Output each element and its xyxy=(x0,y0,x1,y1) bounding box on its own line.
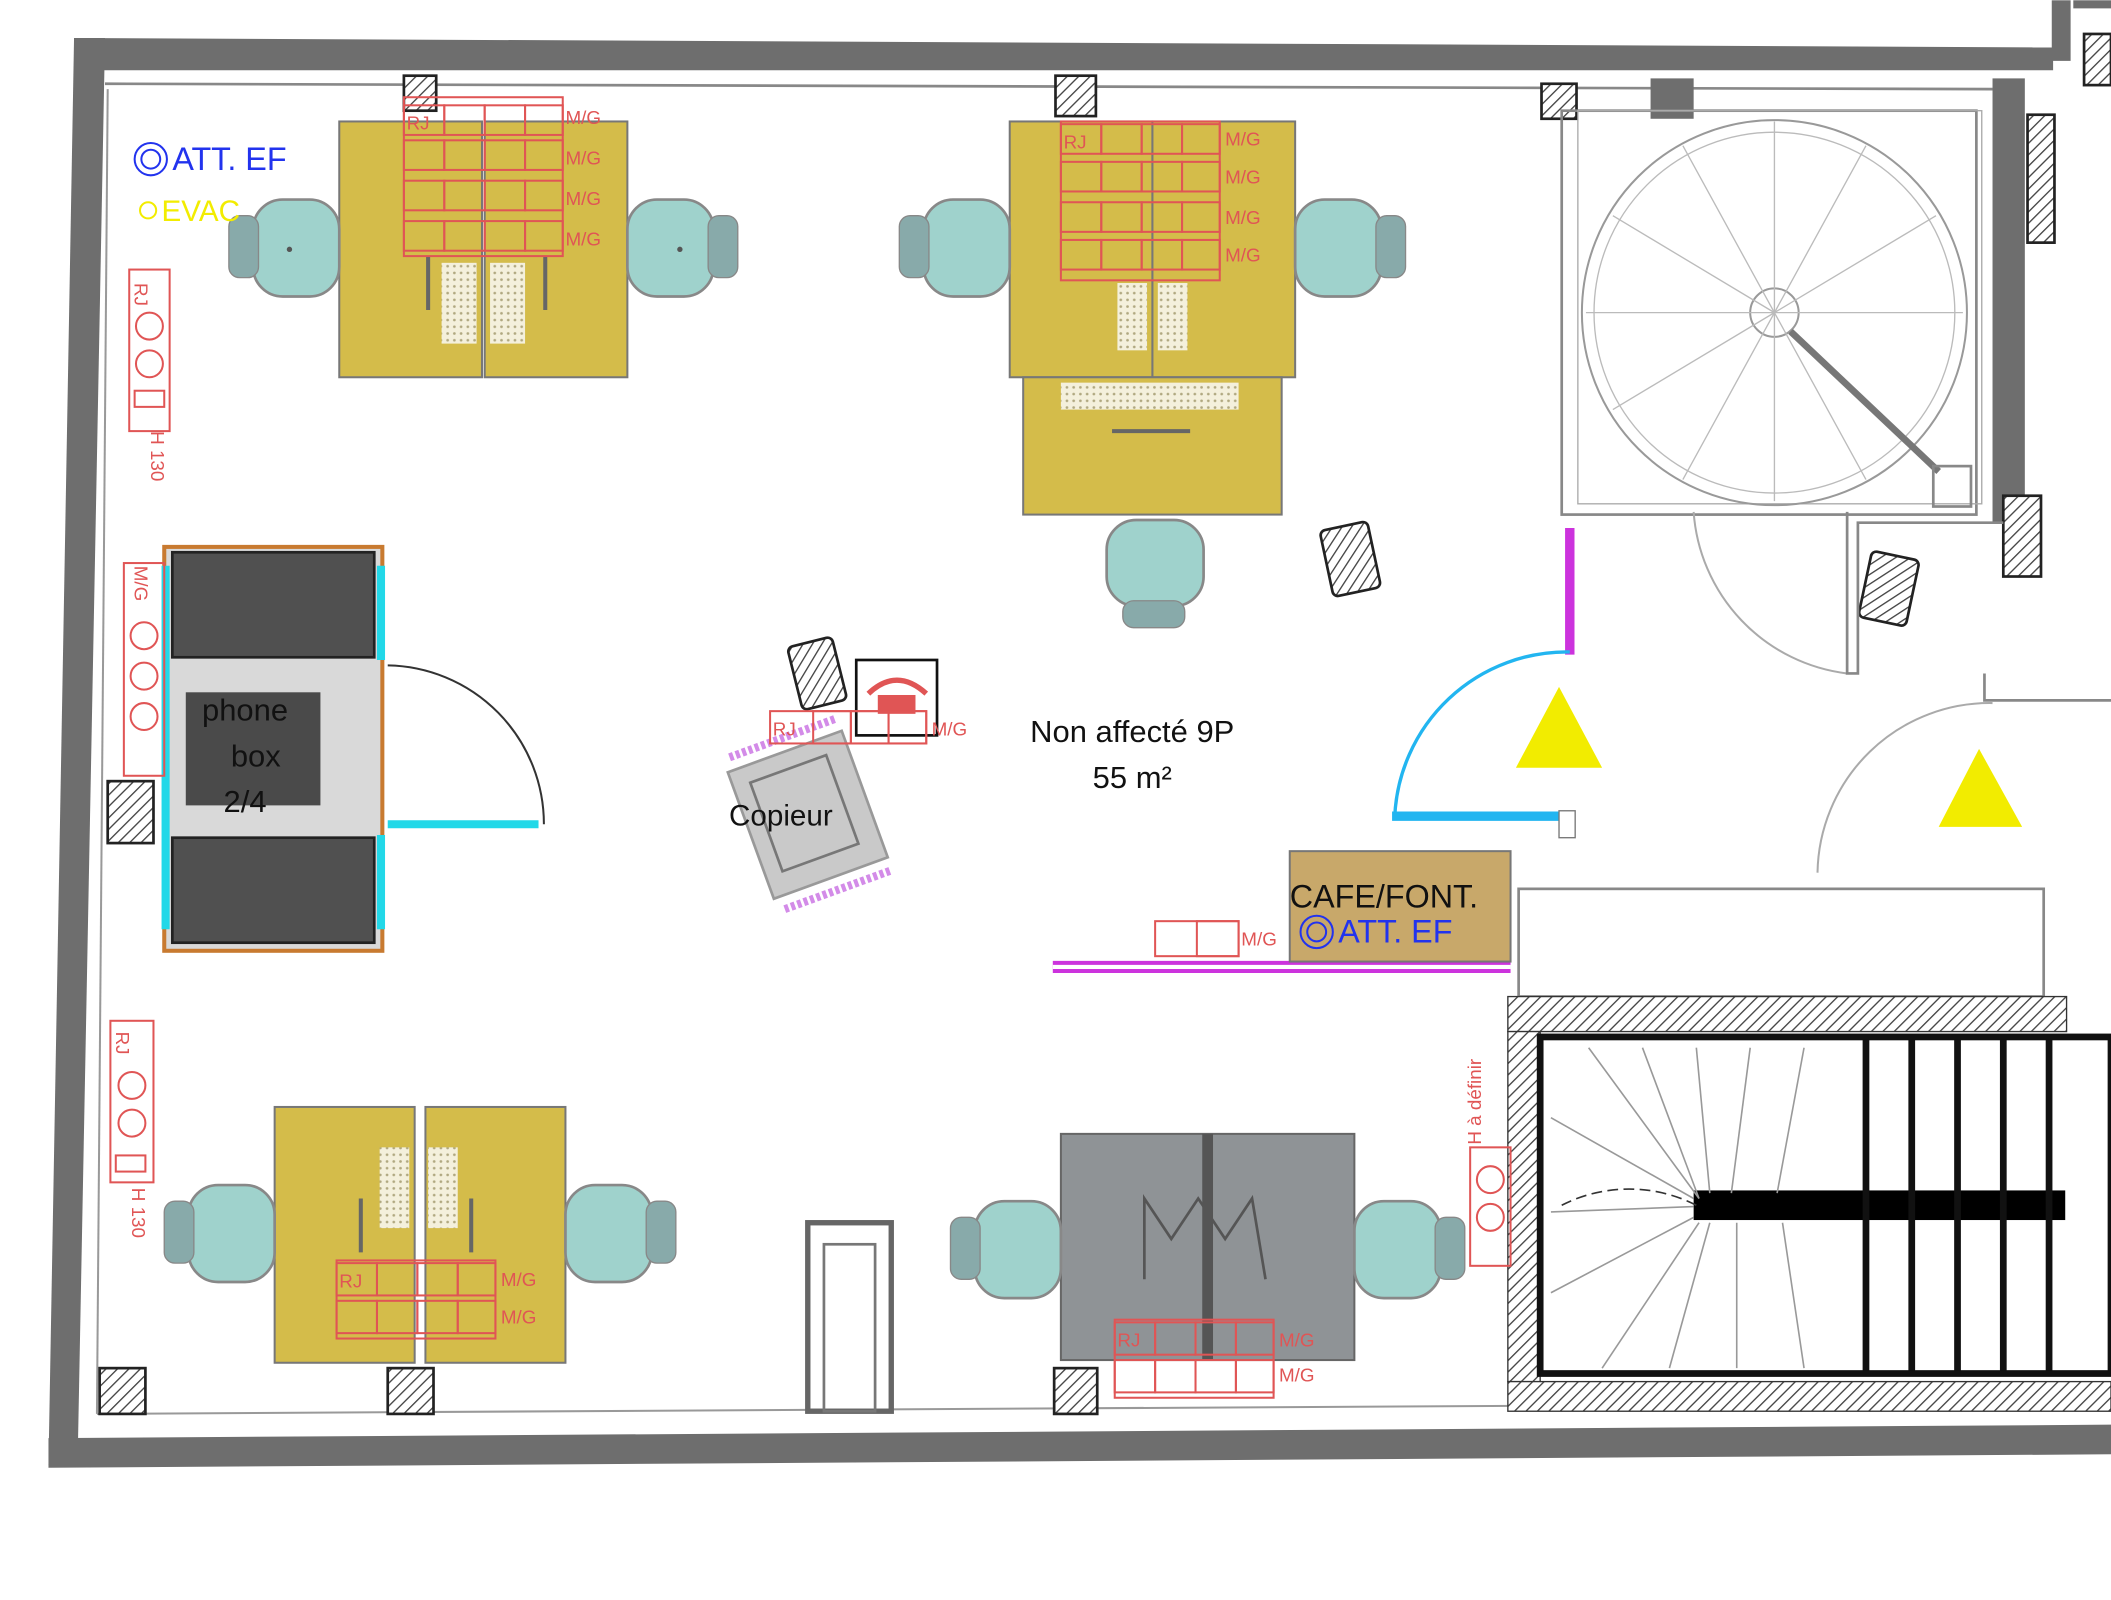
outlet-block xyxy=(769,710,1240,958)
phone-box-label-line2: box xyxy=(231,738,281,773)
height-label: H 130 xyxy=(147,431,168,481)
outlet-label: M/G xyxy=(501,1307,537,1328)
desk-cluster-top-center xyxy=(1008,120,1297,516)
height-label: H à définir xyxy=(1464,1059,1485,1145)
outlet-label: RJ xyxy=(339,1270,362,1291)
straight-staircase xyxy=(1507,887,2111,1412)
office-chair xyxy=(228,198,341,298)
outlet-label: M/G xyxy=(1225,244,1261,265)
copier xyxy=(726,714,894,913)
office-chair xyxy=(898,198,1012,298)
office-chair xyxy=(564,1183,677,1284)
att-ef-marker xyxy=(1299,914,1334,950)
att-ef-marker xyxy=(133,141,168,177)
outlet-block xyxy=(335,1259,497,1340)
outlet-label: RJ xyxy=(1117,1330,1140,1351)
outlet-label: RJ xyxy=(773,718,796,739)
closet xyxy=(805,1220,894,1414)
office-chair xyxy=(949,1199,1063,1300)
room-area: 55 m² xyxy=(1093,760,1172,795)
telephone-icon xyxy=(854,658,939,737)
phone-box-label-line3: 2/4 xyxy=(224,784,267,819)
office-chair xyxy=(626,198,739,298)
outlet-column-right xyxy=(1469,1146,1512,1267)
cafe-label: CAFE/FONT. xyxy=(1290,879,1478,915)
outlet-label: M/G xyxy=(565,107,601,128)
phone-box-label-line1: phone xyxy=(202,693,288,728)
outlet-label: M/G xyxy=(501,1269,537,1290)
office-chair xyxy=(1293,198,1407,298)
room-name: Non affecté 9P xyxy=(1030,714,1234,749)
outlet-block xyxy=(402,96,564,258)
outlet-label: M/G xyxy=(565,228,601,249)
entry-door xyxy=(1392,528,1576,839)
outlet-label: M/G xyxy=(1241,928,1277,949)
outlet-label: M/G xyxy=(1279,1330,1315,1351)
outlet-label: M/G xyxy=(1225,207,1261,228)
phone-box xyxy=(161,544,545,953)
structural-columns xyxy=(98,32,2111,1416)
outlet-label: M/G xyxy=(932,718,968,739)
evac-marker xyxy=(139,201,158,220)
outlet-label: M/G xyxy=(565,148,601,169)
evac-label: EVAC xyxy=(162,195,240,228)
outlet-label: M/G xyxy=(1225,166,1261,187)
outlet-label: RJ xyxy=(131,283,152,306)
spiral-staircase xyxy=(1560,109,2111,873)
warning-triangle-icon xyxy=(1938,748,2023,827)
outlet-label: RJ xyxy=(407,113,430,134)
outlet-label: M/G xyxy=(565,188,601,209)
att-ef-label: ATT. EF xyxy=(1338,914,1452,950)
outlet-column-left-mid xyxy=(122,562,166,777)
office-chair xyxy=(163,1183,276,1284)
outlet-block xyxy=(1113,1318,1275,1399)
meeting-desk-grey xyxy=(1059,1132,1356,1362)
cafe-counter xyxy=(1288,850,1512,963)
outlet-label: M/G xyxy=(1225,129,1261,150)
outlet-label: RJ xyxy=(1064,131,1087,152)
desk-cluster-top-left xyxy=(338,120,629,379)
height-label: H 130 xyxy=(128,1188,149,1238)
att-ef-label: ATT. EF xyxy=(172,141,286,177)
desk-cluster-bottom-left xyxy=(273,1105,567,1364)
office-chair xyxy=(1105,518,1205,629)
outlet-label: M/G xyxy=(1279,1365,1315,1386)
outlet-column-left-bottom xyxy=(109,1019,155,1184)
outlet-label: RJ xyxy=(112,1032,133,1055)
outlet-label: M/G xyxy=(131,566,152,602)
outlet-column-left-top xyxy=(128,268,171,433)
outlet-block xyxy=(1059,120,1221,282)
copier-label: Copieur xyxy=(729,800,833,833)
warning-triangle-icon xyxy=(1515,686,1603,768)
office-chair xyxy=(1353,1199,1466,1300)
